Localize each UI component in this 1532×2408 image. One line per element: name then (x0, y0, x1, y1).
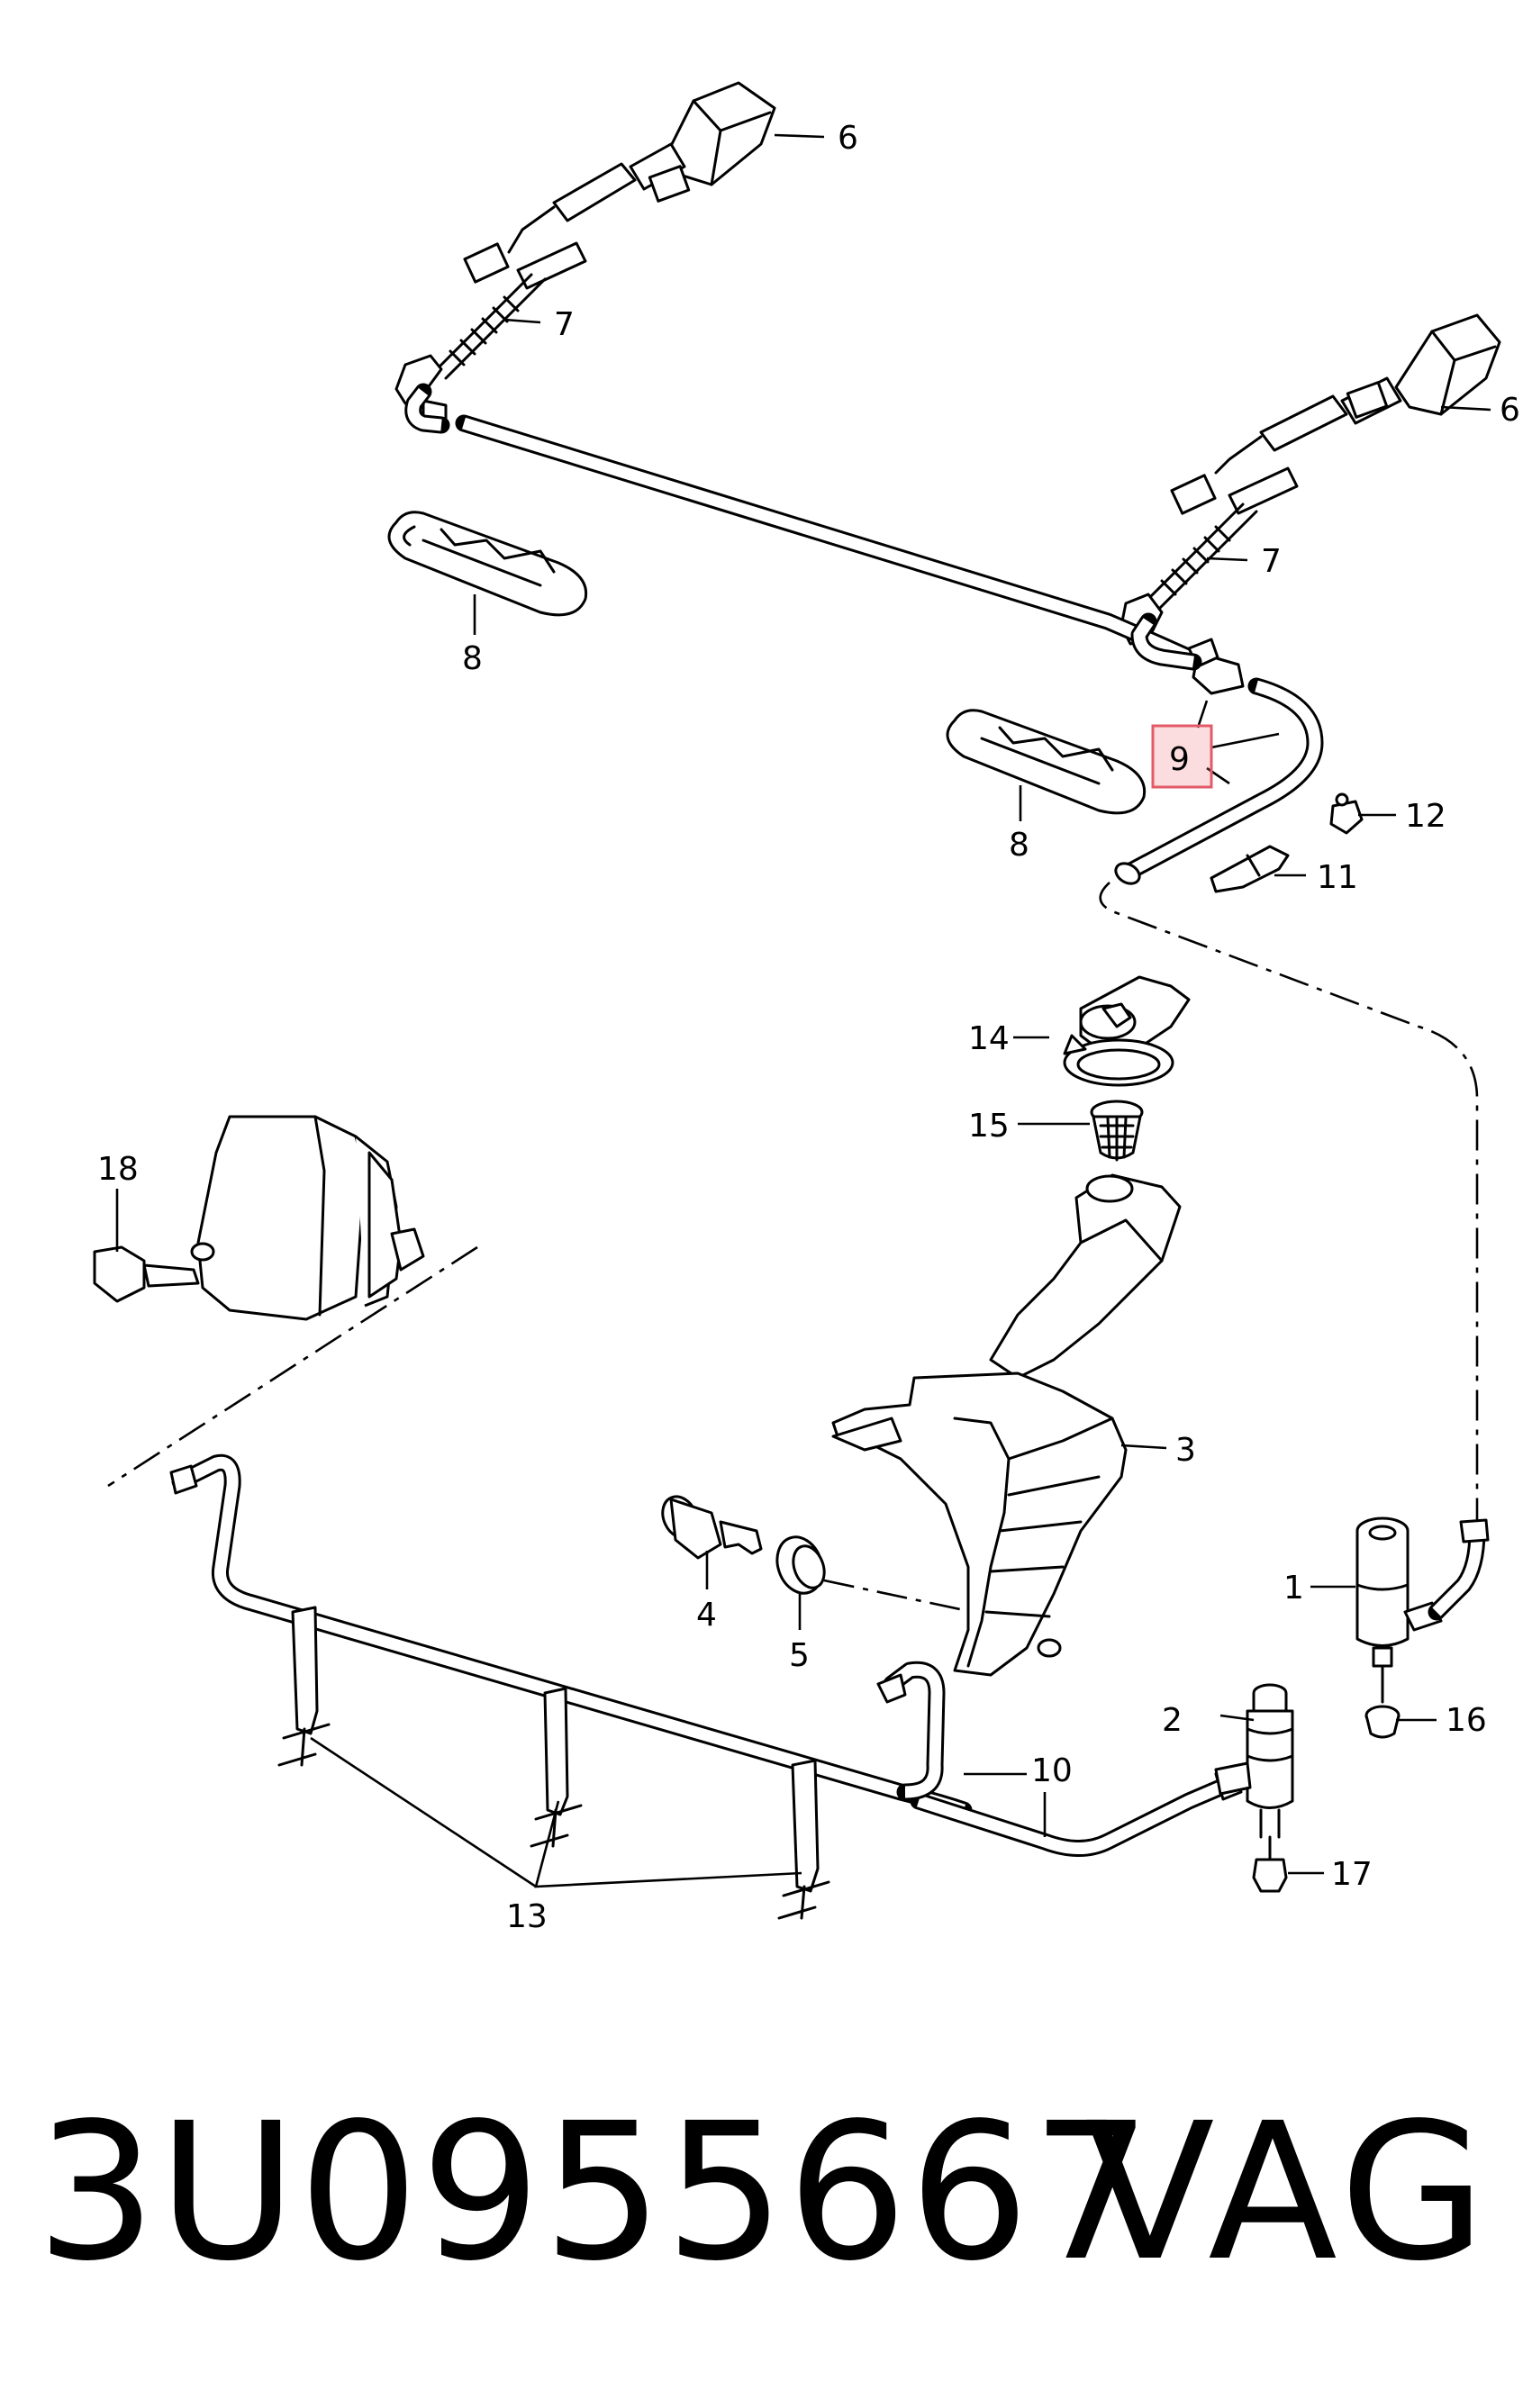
hose-clips (277, 1606, 830, 1920)
highlight-box (1151, 724, 1213, 789)
callout-7b: 7 (1261, 543, 1282, 580)
leader-lines (115, 133, 1491, 1888)
routing-dash-line-grommet (823, 1579, 974, 1614)
callout-18: 18 (97, 1151, 139, 1188)
callout-6b: 6 (1500, 392, 1520, 429)
callout-4: 4 (696, 1597, 717, 1634)
callout-9: 9 (1169, 741, 1190, 778)
headlight-washer (93, 1115, 425, 1321)
lower-hose (169, 1453, 1243, 1857)
callout-16: 16 (1446, 1702, 1487, 1739)
callout-1: 1 (1283, 1570, 1304, 1607)
clip (1210, 845, 1290, 893)
nozzle-assembly-right (1120, 313, 1501, 646)
brand-name: VAG (1085, 2082, 1491, 2303)
filler-cap (1063, 975, 1191, 1087)
callout-11: 11 (1317, 859, 1358, 896)
callout-14: 14 (968, 1020, 1010, 1057)
callout-8b: 8 (1009, 827, 1029, 864)
callout-8a: 8 (462, 640, 483, 677)
routing-dash-line-left (107, 1245, 478, 1488)
nozzle-assembly-upper (394, 81, 776, 423)
callout-10: 10 (1031, 1752, 1073, 1789)
upper-hose (404, 383, 1324, 885)
callout-7a: 7 (554, 306, 575, 343)
callout-5: 5 (789, 1637, 810, 1674)
strainer (1090, 1100, 1144, 1162)
washer-pump-2 (1214, 1683, 1294, 1861)
callout-6a: 6 (838, 120, 858, 157)
callout-labels: 6 6 7 7 8 8 9 11 12 14 15 18 3 4 5 1 2 1… (97, 120, 1520, 1935)
pump-small (661, 1495, 763, 1560)
callout-2: 2 (1162, 1702, 1183, 1739)
grommet-left (387, 511, 588, 617)
washer-reservoir (831, 1173, 1182, 1677)
seal-17 (1252, 1858, 1288, 1893)
washer-pump-1 (1355, 1516, 1490, 1704)
callout-15: 15 (968, 1108, 1010, 1145)
callout-3: 3 (1175, 1432, 1196, 1469)
grommet-small (775, 1535, 826, 1595)
callout-17: 17 (1331, 1856, 1373, 1893)
callout-13: 13 (506, 1898, 548, 1935)
callout-12: 12 (1405, 798, 1446, 835)
seal-16 (1364, 1705, 1401, 1739)
grommet-right (946, 709, 1147, 815)
part-number: 3U0955667 (36, 2082, 1154, 2303)
routing-dash-line-right (1099, 882, 1479, 1522)
nut (1329, 792, 1364, 835)
